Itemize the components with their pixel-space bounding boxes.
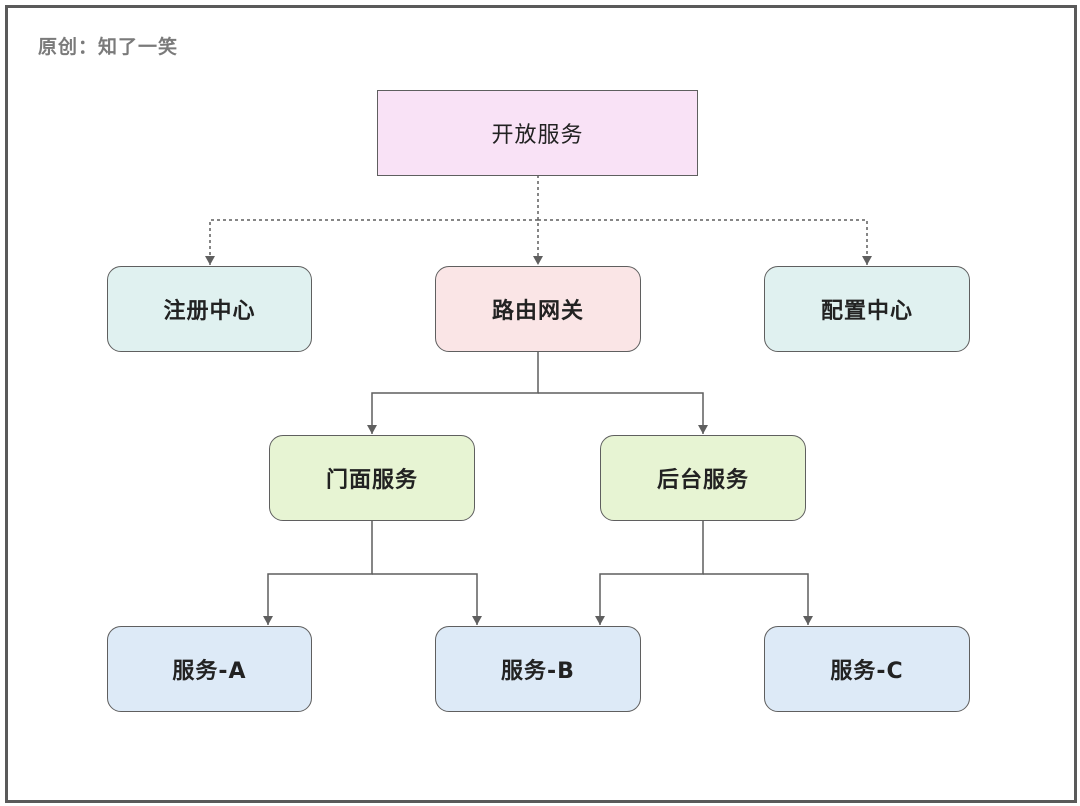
node-gateway-label: 路由网关 — [491, 299, 584, 324]
node-facade-label: 门面服务 — [325, 468, 418, 493]
dotted-edges — [205, 175, 872, 265]
node-backend: 后台服务 — [600, 435, 806, 521]
watermark: 原创：知了一笑 — [38, 36, 179, 58]
edge-open-to-config — [538, 219, 872, 265]
node-service-c: 服务-C — [764, 626, 970, 712]
edge-open-to-registry — [205, 219, 538, 265]
node-config-label: 配置中心 — [820, 299, 913, 324]
node-service-a: 服务-A — [107, 626, 312, 712]
node-service-b: 服务-B — [435, 626, 641, 712]
node-registry-label: 注册中心 — [163, 299, 256, 324]
solid-edges — [263, 352, 813, 625]
node-registry: 注册中心 — [107, 266, 312, 352]
edge-gateway-to-backend — [538, 392, 708, 434]
edge-facade-to-service-b — [372, 573, 482, 625]
node-gateway: 路由网关 — [435, 266, 641, 352]
node-service-b-label: 服务-B — [501, 659, 575, 684]
node-open-service-label: 开放服务 — [491, 123, 584, 148]
edge-gateway-to-facade — [367, 352, 539, 434]
node-config: 配置中心 — [764, 266, 970, 352]
node-service-c-label: 服务-C — [830, 659, 904, 684]
node-open-service: 开放服务 — [377, 90, 698, 176]
node-service-a-label: 服务-A — [172, 659, 247, 684]
node-facade: 门面服务 — [269, 435, 475, 521]
edge-backend-to-service-b — [595, 521, 704, 625]
node-backend-label: 后台服务 — [656, 468, 749, 493]
edge-backend-to-service-c — [703, 573, 813, 625]
edge-facade-to-service-a — [263, 521, 373, 625]
